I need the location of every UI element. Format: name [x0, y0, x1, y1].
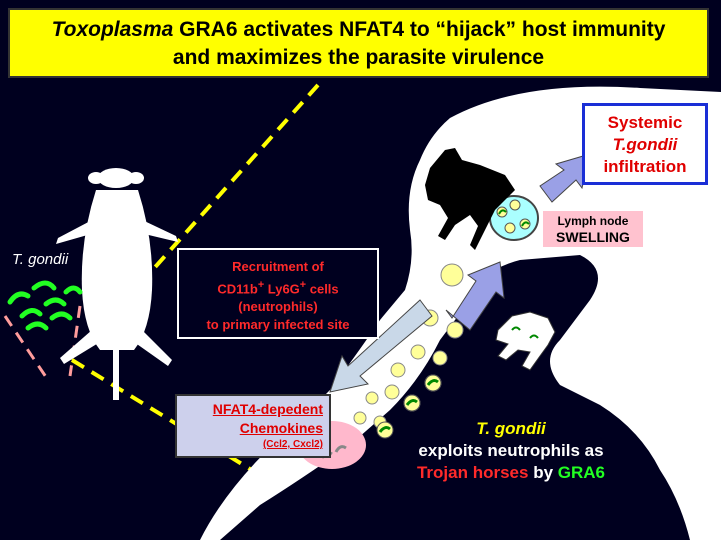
trojan-horses-text: Trojan horses [416, 463, 529, 482]
nfat4-chemokines-box: NFAT4-depedent Chemokines (Ccl2, Cxcl2) [175, 394, 331, 458]
nfat-line1: NFAT4-depedent [212, 401, 323, 417]
title-line2: and maximizes the parasite virulence [172, 46, 545, 69]
recruit-sup2: + [299, 279, 307, 291]
exploit-line1: T. gondii [476, 419, 546, 438]
recruit-cd11b: CD11b [217, 281, 258, 297]
recruitment-box: Recruitment of CD11b+ Ly6G+ cells (neutr… [177, 248, 379, 339]
title-banner: Toxoplasma GRA6 activates NFAT4 to “hija… [8, 8, 709, 78]
lymph-line2: SWELLING [556, 229, 630, 245]
pink-dashed-line-1 [3, 315, 50, 381]
dashed-line-lower [70, 358, 270, 482]
lymph-node-box: Lymph node SWELLING [543, 211, 643, 247]
recruit-line1: Recruitment of [232, 259, 324, 274]
recruit-line4: to primary infected site [206, 317, 350, 333]
by-text: by [528, 463, 558, 482]
recruit-sup1: + [257, 279, 265, 291]
parasites-left-icon [7, 280, 83, 331]
infected-neutrophils [376, 374, 442, 439]
white-horse-icon [495, 311, 556, 371]
systemic-line1: Systemic [607, 113, 683, 132]
nfat-line2: Chemokines [239, 420, 323, 436]
trojan-horse-caption: T. gondii exploits neutrophils as Trojan… [395, 418, 627, 484]
title-line1: GRA6 activates NFAT4 to “hijack” host im… [173, 18, 666, 41]
recruit-cells: cells [306, 281, 339, 297]
migration-arrow-1 [445, 261, 505, 331]
mouse-icon [56, 168, 178, 400]
systemic-infiltration-box: Systemic T.gondii infiltration [582, 103, 708, 185]
pink-dashed-line-2 [68, 305, 82, 377]
lymph-line1: Lymph node [557, 214, 629, 228]
systemic-line2: T.gondii [612, 135, 678, 154]
exploit-line2: exploits neutrophils as [418, 441, 604, 460]
gra6-text: GRA6 [557, 463, 605, 482]
black-horse-icon [425, 148, 515, 250]
nfat-line3: (Ccl2, Cxcl2) [262, 439, 323, 450]
recruit-line3: (neutrophils) [238, 299, 318, 315]
lymph-node-icon [489, 195, 539, 241]
recruit-line2: CD11b+ Ly6G+ cells [179, 276, 377, 298]
recruitment-arrow [329, 299, 433, 393]
recruit-ly6g: Ly6G [264, 281, 300, 297]
systemic-line3: infiltration [603, 157, 687, 176]
exploit-line3: Trojan horses by GRA6 [395, 462, 627, 484]
title-italic: Toxoplasma [51, 18, 174, 41]
parasite-label: T. gondii [12, 251, 69, 268]
